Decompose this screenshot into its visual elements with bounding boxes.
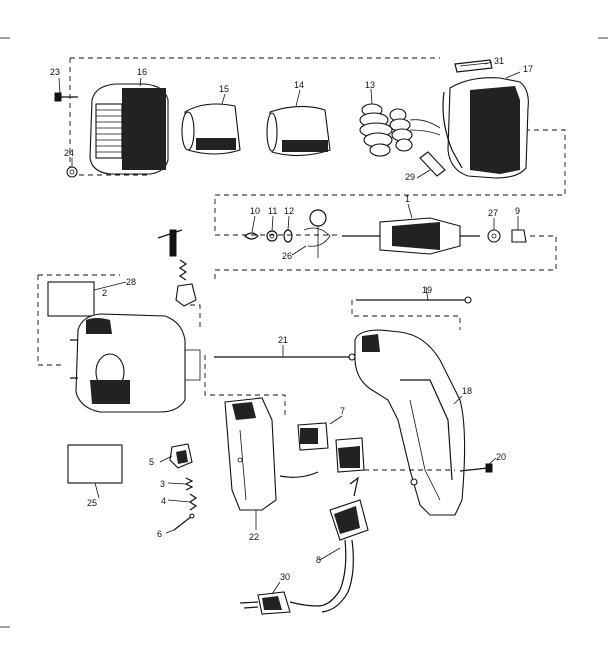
label-part-10: 10 <box>250 206 260 216</box>
part-6-pin <box>173 513 195 531</box>
part-number-labels: 23 16 15 14 13 31 17 24 29 10 11 12 1 27… <box>50 56 533 582</box>
part-26-fan <box>303 209 331 258</box>
part-27-bearing <box>487 229 501 243</box>
label-part-30: 30 <box>280 572 290 582</box>
label-part-25: 25 <box>87 498 97 508</box>
part-22-handle-half <box>224 397 277 511</box>
label-part-16: 16 <box>137 67 147 77</box>
part-20-screw <box>459 463 493 473</box>
part-10-washer <box>244 232 259 240</box>
label-part-26: 26 <box>282 251 292 261</box>
spindle-shaft <box>157 229 197 307</box>
part-18-handle-housing <box>354 329 466 516</box>
part-21-rod <box>214 353 356 361</box>
part-24-nut <box>66 166 78 178</box>
label-part-27: 27 <box>488 208 498 218</box>
part-31-label-plate <box>454 59 493 73</box>
part-25-label <box>67 444 123 484</box>
label-part-17: 17 <box>523 64 533 74</box>
label-part-21: 21 <box>278 335 288 345</box>
label-part-18: 18 <box>462 386 472 396</box>
part-2-gear-case <box>70 313 201 413</box>
label-part-5: 5 <box>149 457 154 467</box>
label-part-9: 9 <box>515 206 520 216</box>
leader-lines <box>58 61 521 595</box>
label-part-2: 2 <box>102 288 107 298</box>
label-part-31: 31 <box>494 56 504 66</box>
label-part-7: 7 <box>340 406 345 416</box>
part-23-screw <box>54 92 78 102</box>
label-part-8: 8 <box>316 555 321 565</box>
part-29-bracket <box>419 151 446 177</box>
label-part-1: 1 <box>405 194 410 204</box>
label-part-29: 29 <box>405 172 415 182</box>
label-part-22: 22 <box>249 532 259 542</box>
part-14-field-magnet <box>266 105 331 157</box>
part-5-clutch <box>169 443 193 469</box>
part-16-end-housing <box>89 83 169 175</box>
part-19-rod <box>351 296 472 330</box>
part-12-washer <box>283 229 293 243</box>
part-28-label <box>47 281 95 317</box>
part-1-armature <box>342 217 480 255</box>
label-part-20: 20 <box>496 452 506 462</box>
label-part-3: 3 <box>160 479 165 489</box>
label-part-6: 6 <box>157 529 162 539</box>
label-part-13: 13 <box>365 80 375 90</box>
label-part-15: 15 <box>219 84 229 94</box>
part-9-bearing <box>511 229 527 243</box>
top-assembly-dash-outline <box>69 57 566 236</box>
label-part-24: 24 <box>64 148 74 158</box>
part-8-cord-strain-relief <box>317 476 369 613</box>
part-13-field-coil <box>359 103 441 157</box>
label-part-28: 28 <box>126 277 136 287</box>
part-15-field-magnet <box>181 103 241 155</box>
part-30-plug <box>239 591 319 615</box>
part-3-spring <box>184 477 194 491</box>
label-part-19: 19 <box>422 285 432 295</box>
label-part-11: 11 <box>268 206 277 216</box>
part-17-motor-housing <box>442 77 529 179</box>
vent-grille <box>95 103 123 159</box>
label-part-12: 12 <box>284 206 294 216</box>
part-11-washer <box>266 230 278 242</box>
page-edge-marks <box>0 37 608 628</box>
part-4-spring <box>188 493 198 511</box>
gear-case-dash-outline <box>37 274 286 415</box>
label-part-23: 23 <box>50 67 60 77</box>
part-7-switch <box>279 422 455 478</box>
label-part-4: 4 <box>161 496 166 506</box>
label-part-14: 14 <box>294 80 304 90</box>
